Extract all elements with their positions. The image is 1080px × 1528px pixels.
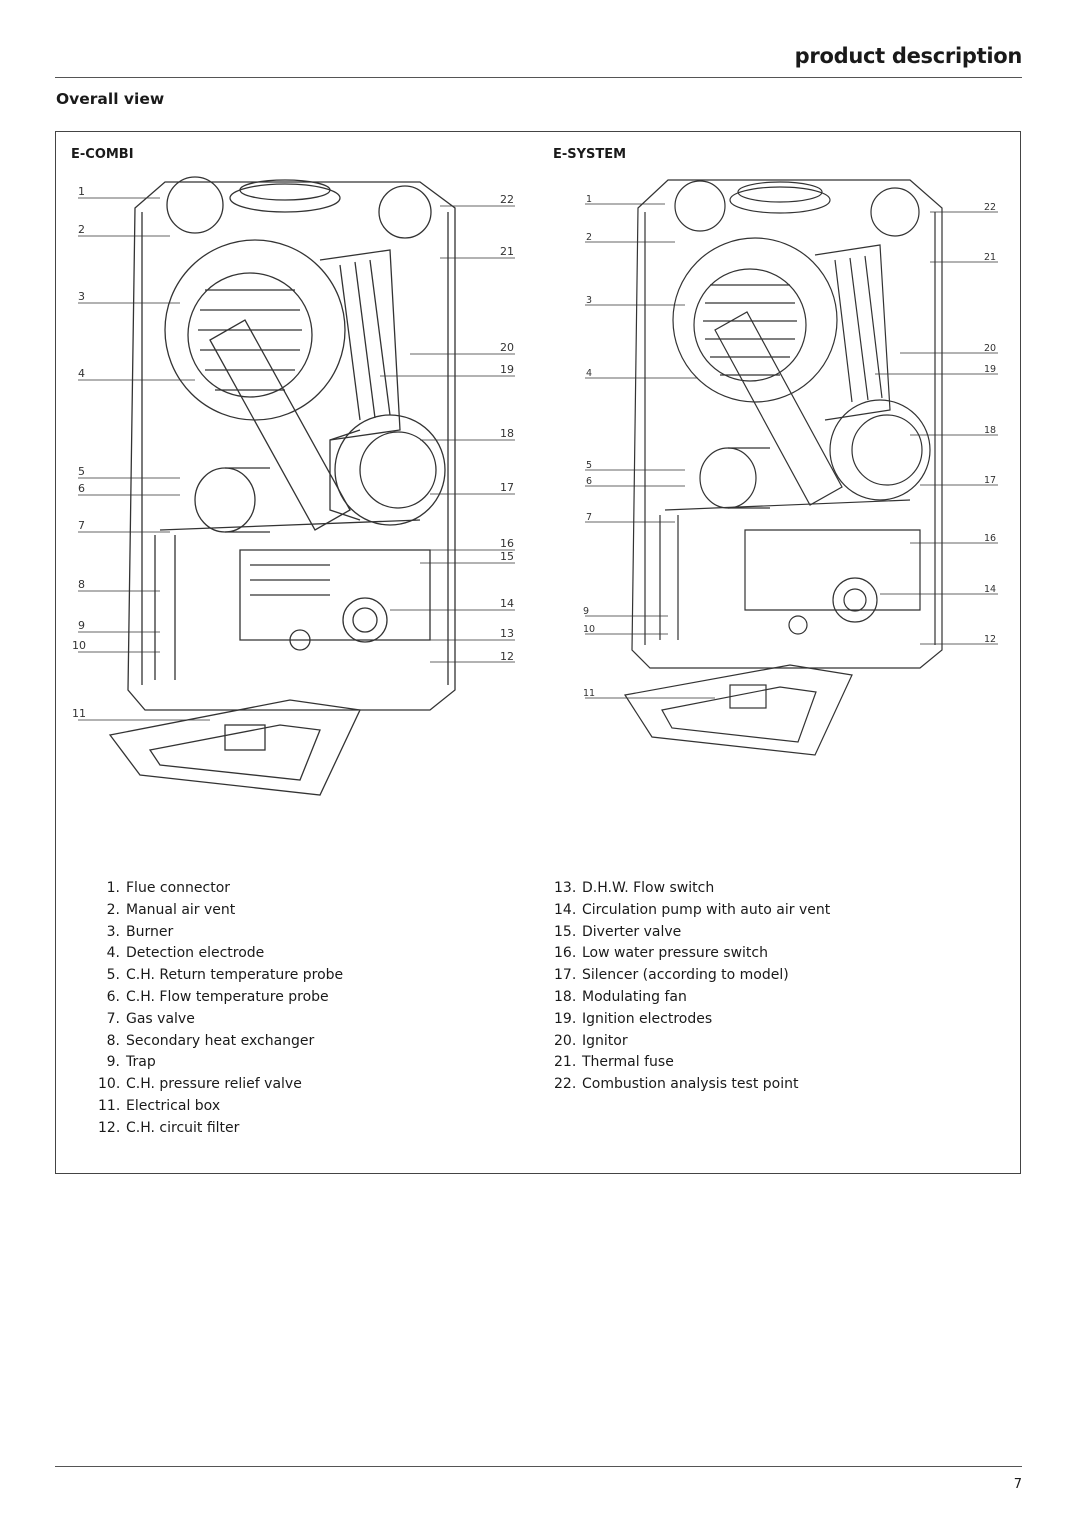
callout-22: 22 [984, 202, 996, 213]
callout-20: 20 [984, 343, 996, 354]
header-divider [55, 77, 1022, 78]
legend-item: 4.Detection electrode [106, 945, 265, 962]
legend-right: 13.D.H.W. Flow switch 14.Circulation pum… [554, 878, 830, 1096]
callout-18: 18 [984, 425, 996, 436]
callout-22: 22 [500, 193, 514, 206]
legend-item: 5.C.H. Return temperature probe [106, 967, 344, 984]
legend-item: 12.C.H. circuit filter [98, 1119, 240, 1136]
legend-item: 22.Combustion analysis test point [554, 1076, 799, 1093]
callout-1: 1 [586, 194, 592, 205]
overview-frame [55, 131, 1021, 1174]
legend-item: 3.Burner [106, 923, 174, 940]
callout-19: 19 [984, 364, 996, 375]
variant-label-system: E-SYSTEM [553, 147, 627, 162]
legend-item: 20.Ignitor [554, 1032, 628, 1049]
callout-5: 5 [78, 465, 85, 478]
callout-4: 4 [586, 368, 592, 379]
callout-7: 7 [78, 519, 85, 532]
legend-left: 1.Flue connector 2.Manual air vent 3.Bur… [98, 878, 343, 1140]
callout-7: 7 [586, 512, 592, 523]
legend-item: 9.Trap [106, 1054, 156, 1071]
callout-3: 3 [586, 295, 592, 306]
callout-6: 6 [78, 482, 85, 495]
legend-item: 16.Low water pressure switch [554, 945, 768, 962]
legend-item: 13.D.H.W. Flow switch [554, 880, 715, 896]
callout-2: 2 [78, 223, 85, 236]
callout-8: 8 [78, 578, 85, 591]
footer-divider [55, 1466, 1022, 1467]
boiler-diagram-system: 1 2 3 4 5 6 7 9 10 11 22 21 20 19 18 17 … [583, 179, 998, 756]
callout-9: 9 [78, 619, 85, 632]
callout-16: 16 [984, 533, 996, 544]
callout-11: 11 [583, 688, 595, 699]
callout-11: 11 [72, 707, 86, 720]
callout-17: 17 [984, 475, 996, 486]
legend-item: 18.Modulating fan [554, 988, 687, 1005]
legend-item: 6.C.H. Flow temperature probe [106, 988, 329, 1005]
callout-21: 21 [984, 252, 996, 263]
legend-item: 17.Silencer (according to model) [554, 967, 789, 984]
callout-5: 5 [586, 460, 592, 471]
legend-item: 21.Thermal fuse [554, 1054, 674, 1071]
variant-label-combi: E-COMBI [71, 147, 134, 162]
boiler-diagram-combi: 1 2 3 4 5 6 7 8 9 10 11 22 21 20 19 18 1… [72, 176, 515, 796]
page-header-title: product description [794, 44, 1023, 68]
callout-19: 19 [500, 363, 514, 376]
callout-2: 2 [586, 232, 592, 243]
legend-item: 14.Circulation pump with auto air vent [554, 901, 831, 918]
legend-item: 2.Manual air vent [106, 901, 236, 918]
callout-13: 13 [500, 627, 514, 640]
callout-12: 12 [500, 650, 514, 663]
callout-1: 1 [78, 185, 85, 198]
legend-item: 19.Ignition electrodes [554, 1010, 713, 1027]
callout-16: 16 [500, 537, 514, 550]
callout-10: 10 [583, 624, 595, 635]
callout-4: 4 [78, 367, 85, 380]
callout-18: 18 [500, 427, 514, 440]
callout-14: 14 [984, 584, 996, 595]
section-title: Overall view [56, 90, 165, 108]
legend-item: 8.Secondary heat exchanger [106, 1032, 315, 1049]
legend-item: 10.C.H. pressure relief valve [98, 1076, 302, 1093]
callout-14: 14 [500, 597, 514, 610]
callout-10: 10 [72, 639, 86, 652]
callout-6: 6 [586, 476, 592, 487]
callout-12: 12 [984, 634, 996, 645]
page-number: 7 [1013, 1477, 1022, 1492]
callout-21: 21 [500, 245, 514, 258]
callout-9: 9 [583, 606, 589, 617]
legend-item: 7.Gas valve [106, 1010, 195, 1027]
legend-item: 1.Flue connector [106, 880, 231, 896]
callout-3: 3 [78, 290, 85, 303]
legend-item: 15.Diverter valve [554, 923, 682, 940]
callout-17: 17 [500, 481, 514, 494]
legend-item: 11.Electrical box [98, 1097, 221, 1114]
callout-15: 15 [500, 550, 514, 563]
callout-20: 20 [500, 341, 514, 354]
